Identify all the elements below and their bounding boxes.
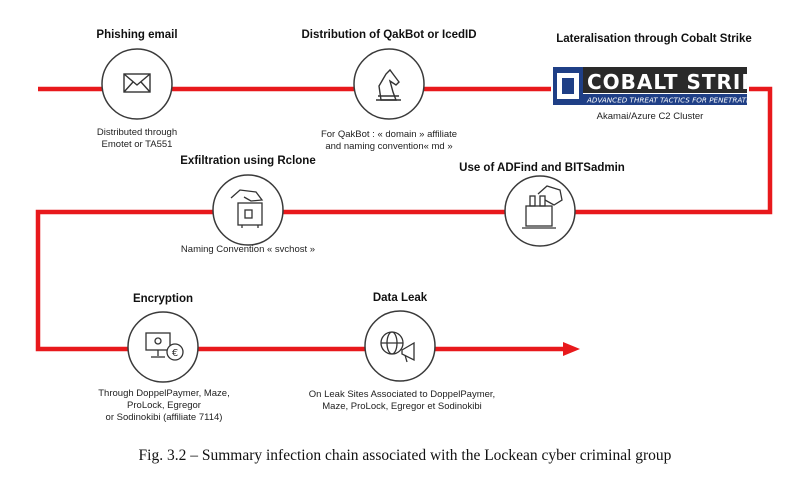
- path-arrowhead: [563, 342, 580, 356]
- svg-text:€: €: [172, 348, 178, 359]
- envelope-icon: [123, 73, 151, 93]
- dataleak-title: Data Leak: [372, 292, 428, 304]
- distribution-description: For QakBot : « domain » affiliate and na…: [320, 129, 458, 152]
- exfiltration-title: Exfiltration using Rclone: [180, 155, 316, 167]
- encryption-title: Encryption: [132, 293, 194, 305]
- dataleak-description: On Leak Sites Associated to DoppelPaymer…: [308, 389, 496, 412]
- hand-pressing-key-icon: [522, 185, 563, 229]
- cobalt-strike-logo: COBALT STRIKE ADVANCED THREAT TACTICS FO…: [551, 64, 794, 108]
- exfiltration-node: [212, 174, 284, 246]
- lateralisation-description: Akamai/Azure C2 Cluster: [596, 111, 704, 122]
- phishing-description: Distributed through Emotet or TA551: [96, 127, 178, 150]
- phishing-title: Phishing email: [96, 29, 178, 41]
- distribution-node: [353, 48, 425, 120]
- phishing-node: [101, 48, 173, 120]
- hand-safe-icon: [230, 189, 264, 228]
- dataleak-node: [364, 310, 436, 382]
- adfind-title: Use of ADFind and BITSadmin: [459, 162, 625, 174]
- encryption-node: €: [127, 311, 199, 383]
- logo-main-text: COBALT STRIKE: [587, 70, 749, 94]
- lateralisation-title: Lateralisation through Cobalt Strike: [556, 33, 752, 45]
- distribution-title: Distribution of QakBot or IcedID: [301, 29, 477, 41]
- encryption-description: Through DoppelPaymer, Maze, ProLock, Egr…: [98, 388, 230, 423]
- ransom-euro-icon: €: [145, 332, 184, 361]
- globe-megaphone-icon: [380, 331, 415, 363]
- figure-caption: Fig. 3.2 – Summary infection chain assoc…: [138, 447, 672, 464]
- adfind-node: [504, 175, 576, 247]
- logo-sub-text: ADVANCED THREAT TACTICS FOR PENETRATION …: [586, 96, 749, 105]
- chess-knight-icon: [376, 68, 401, 101]
- exfiltration-description: Naming Convention « svchost »: [180, 244, 316, 255]
